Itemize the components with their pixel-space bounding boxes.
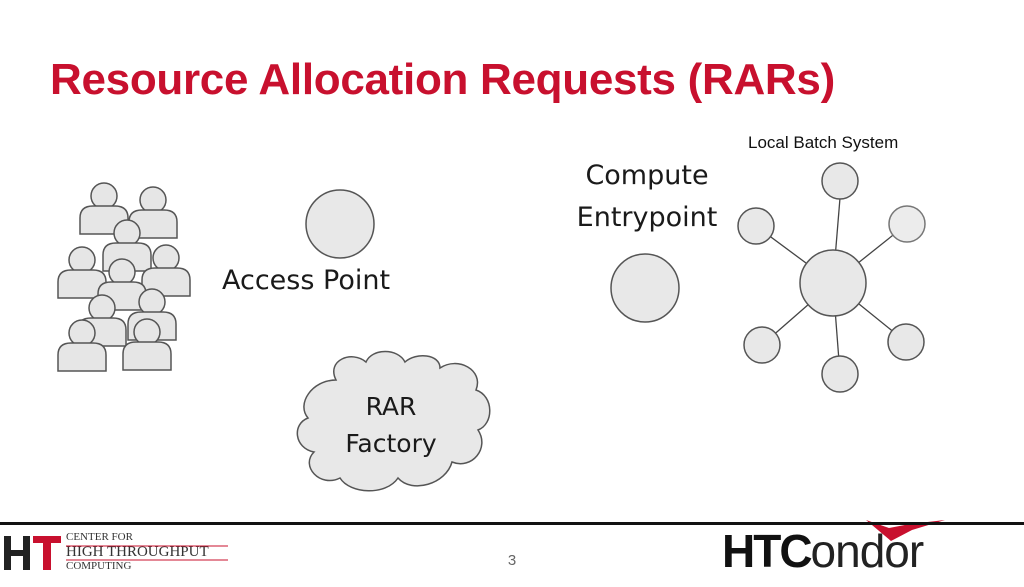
chtc-logo-line3: COMPUTING: [66, 560, 132, 572]
batch-worker-node: [887, 323, 925, 361]
compute-entrypoint-label-line2: Entrypoint: [576, 202, 718, 233]
htcondor-logo-light: ondor: [810, 525, 925, 577]
page-number: 3: [507, 552, 517, 569]
chtc-logo-mark: [4, 536, 228, 570]
users-crowd: [57, 182, 191, 372]
slide-title: Resource Allocation Requests (RARs): [50, 55, 835, 104]
compute-entrypoint-node: [610, 253, 680, 323]
compute-entrypoint-label: Compute Entrypoint: [562, 155, 732, 239]
batch-worker-node: [737, 207, 775, 245]
rar-factory-label: RAR Factory: [325, 388, 457, 462]
batch-worker-node: [743, 326, 781, 364]
batch-worker-node: [821, 162, 859, 200]
rar-factory-label-line1: RAR: [365, 392, 417, 421]
access-point-node: [305, 189, 375, 259]
access-point-label: Access Point: [222, 265, 391, 296]
rar-factory-cloud: [296, 350, 491, 492]
rar-factory-label-line2: Factory: [345, 429, 437, 458]
batch-worker-node: [888, 205, 926, 243]
local-batch-system-label: Local Batch System: [748, 133, 899, 152]
batch-worker-node: [821, 355, 859, 393]
chtc-logo-line2: HIGH THROUGHPUT: [66, 544, 209, 560]
htcondor-logo: HTCondor: [722, 525, 925, 587]
batch-nodes: [737, 162, 926, 393]
htcondor-logo-swoosh: [866, 520, 945, 541]
htcondor-logo-bold: HTC: [722, 525, 813, 577]
footer-divider: [0, 522, 1024, 525]
batch-central-manager-node: [799, 249, 867, 317]
chtc-logo-line1: CENTER FOR: [66, 531, 133, 543]
compute-entrypoint-label-line1: Compute: [585, 160, 709, 191]
